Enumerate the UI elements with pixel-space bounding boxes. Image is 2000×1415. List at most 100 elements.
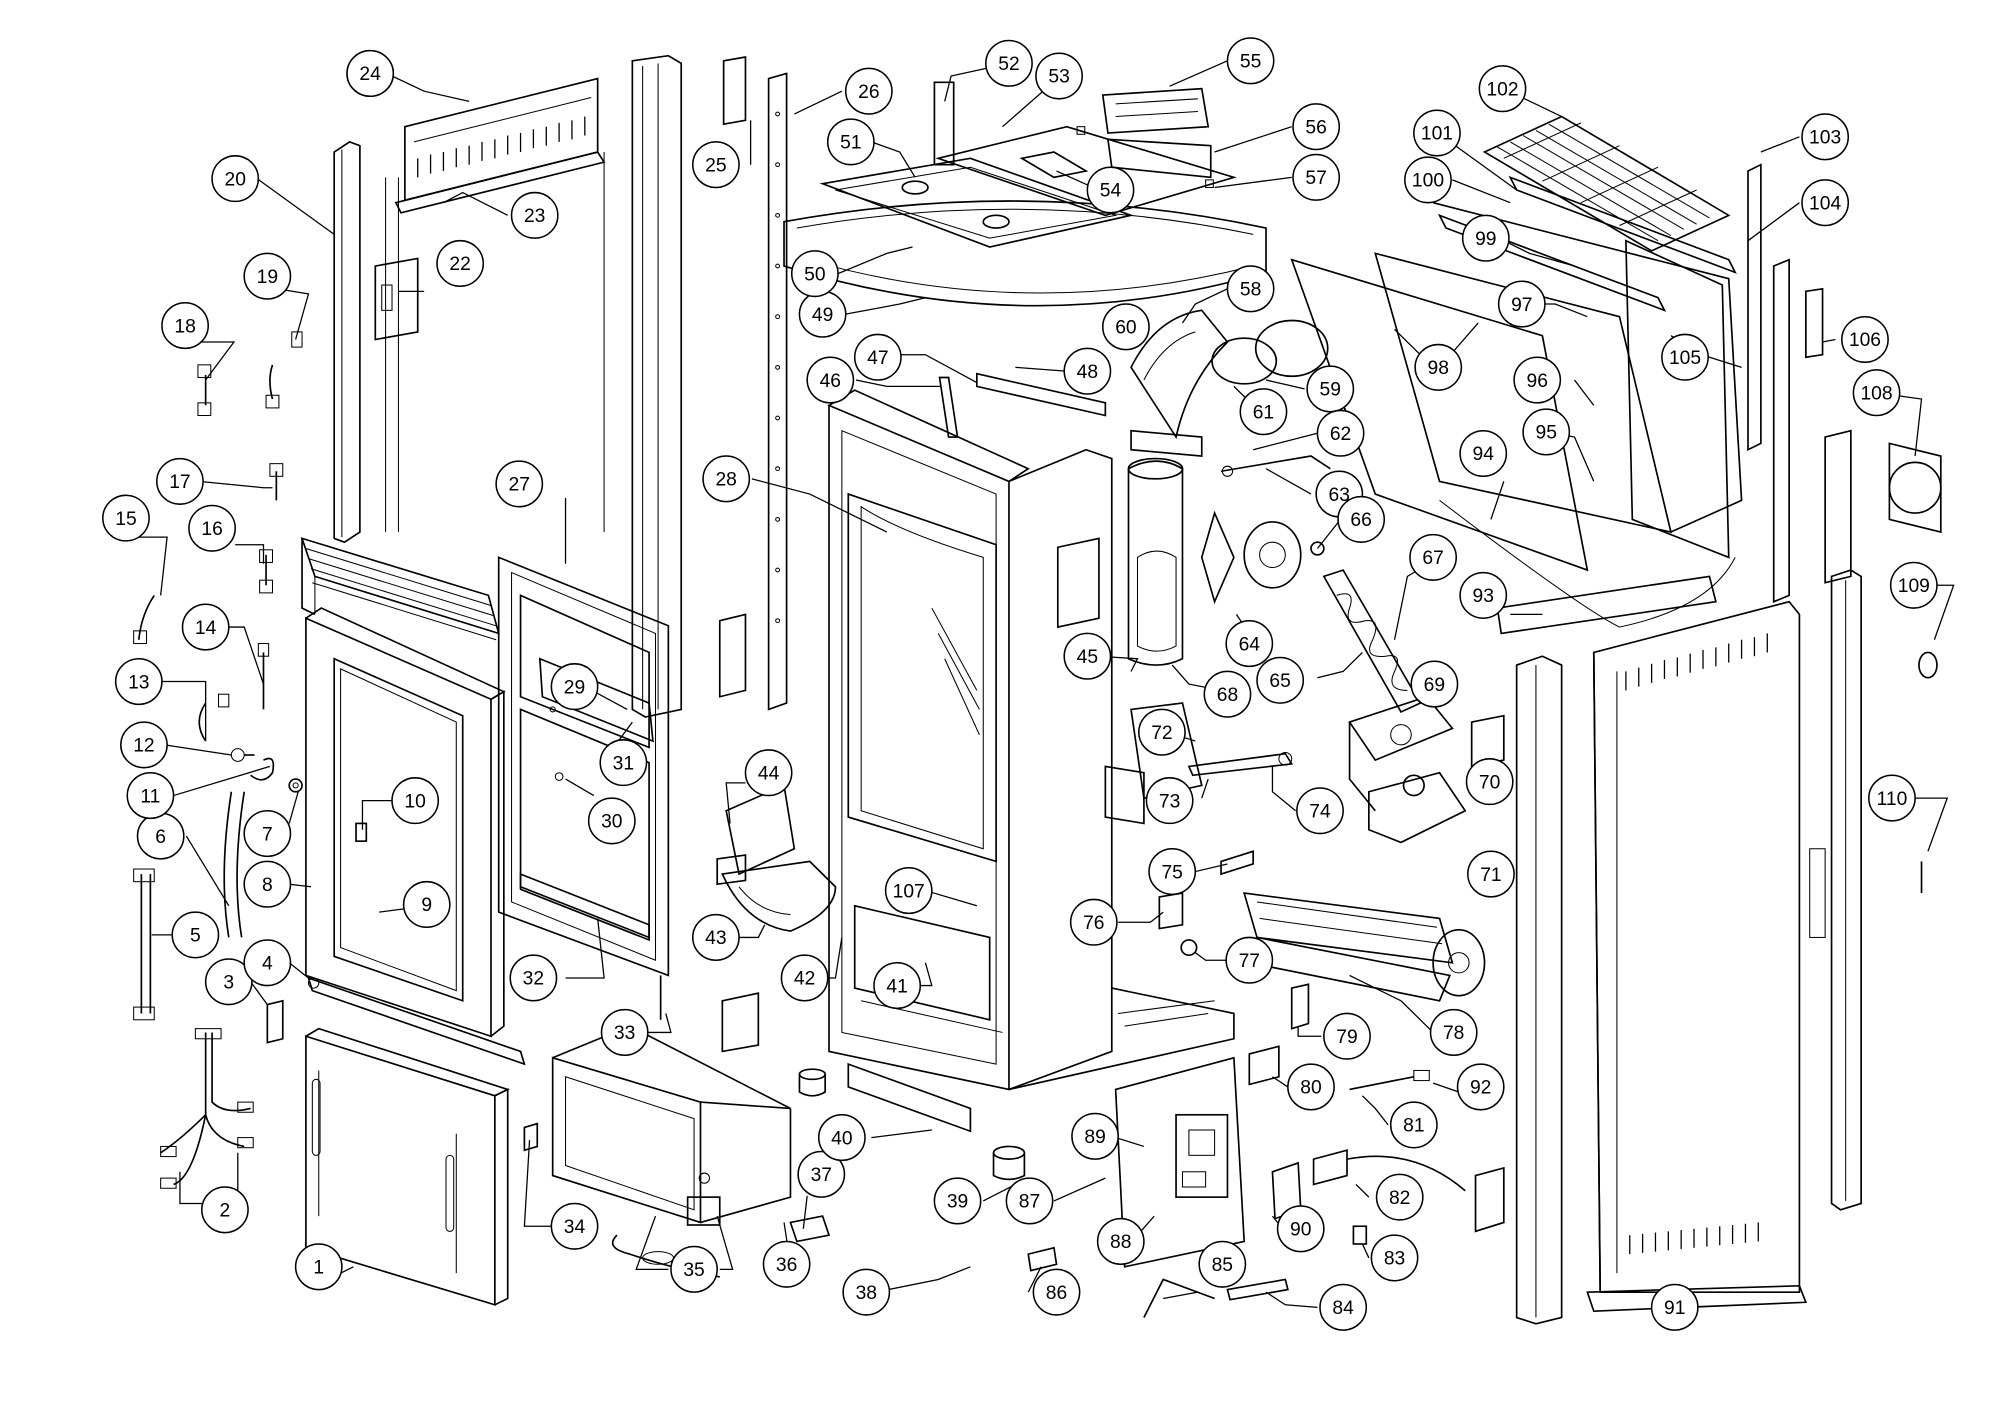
callout-number: 63 bbox=[1329, 485, 1350, 506]
callout-circle bbox=[1292, 103, 1341, 151]
callout-15: 15 bbox=[102, 494, 150, 542]
callout-number: 92 bbox=[1470, 1078, 1491, 1099]
callout-circle bbox=[1086, 166, 1135, 214]
callout-circle bbox=[1239, 388, 1288, 436]
callout-6: 6 bbox=[136, 812, 185, 860]
callout-102: 102 bbox=[1478, 65, 1527, 113]
callout-circle bbox=[1063, 347, 1112, 395]
callout-number: 33 bbox=[614, 1023, 635, 1044]
callout-number: 6 bbox=[155, 827, 166, 848]
callout-circle bbox=[188, 504, 236, 552]
callout-number: 51 bbox=[840, 133, 861, 154]
callout-71: 71 bbox=[1467, 850, 1515, 898]
callout-circle bbox=[1497, 280, 1546, 328]
callout-61: 61 bbox=[1239, 388, 1288, 436]
callout-circle bbox=[1409, 533, 1458, 581]
callout-number: 58 bbox=[1240, 280, 1261, 301]
callout-number: 68 bbox=[1217, 685, 1238, 706]
callout-number: 84 bbox=[1332, 1298, 1354, 1319]
callout-number: 12 bbox=[133, 736, 154, 757]
callout-circle bbox=[1522, 408, 1571, 456]
callout-104: 104 bbox=[1801, 179, 1850, 227]
callout-circle bbox=[1005, 1177, 1054, 1225]
callout-circle bbox=[599, 739, 648, 787]
callout-number: 40 bbox=[831, 1128, 852, 1149]
callout-number: 94 bbox=[1473, 444, 1495, 465]
callout-circle bbox=[1414, 343, 1463, 391]
callout-56: 56 bbox=[1292, 103, 1341, 151]
callout-103: 103 bbox=[1801, 113, 1850, 161]
callout-number: 22 bbox=[449, 254, 470, 275]
callout-number: 3 bbox=[223, 973, 234, 994]
callout-number: 32 bbox=[523, 969, 544, 990]
callout-number: 67 bbox=[1422, 548, 1443, 569]
callout-circle bbox=[587, 797, 636, 845]
callout-number: 11 bbox=[140, 786, 160, 807]
callout-number: 13 bbox=[128, 672, 149, 693]
callout-number: 35 bbox=[683, 1260, 704, 1281]
callout-circle bbox=[1513, 356, 1562, 404]
callout-circle bbox=[1203, 670, 1252, 718]
callout-circle bbox=[780, 954, 829, 1002]
callout-number: 66 bbox=[1350, 510, 1371, 531]
callout-circle bbox=[1413, 109, 1461, 157]
callout-108: 108 bbox=[1852, 369, 1901, 417]
callout-circle bbox=[1467, 850, 1515, 898]
callout-number: 9 bbox=[421, 895, 432, 916]
callout-3: 3 bbox=[204, 958, 253, 1006]
callout-55: 55 bbox=[1226, 37, 1275, 85]
callout-number: 107 bbox=[893, 881, 925, 902]
callout-89: 89 bbox=[1071, 1112, 1119, 1160]
callout-number: 47 bbox=[867, 348, 888, 369]
callout-number: 80 bbox=[1300, 1078, 1321, 1099]
callout-number: 61 bbox=[1253, 403, 1274, 424]
callout-circle bbox=[1410, 660, 1459, 708]
callout-circle bbox=[1296, 787, 1344, 835]
callout-circle bbox=[1429, 1008, 1478, 1057]
callout-circle bbox=[853, 333, 902, 381]
callout-circle bbox=[744, 749, 793, 797]
callout-45: 45 bbox=[1063, 632, 1112, 680]
callout-circle bbox=[1138, 708, 1186, 756]
callout-40: 40 bbox=[817, 1114, 866, 1162]
callout-number: 26 bbox=[858, 82, 879, 103]
callout-number: 82 bbox=[1389, 1188, 1410, 1209]
callout-number: 49 bbox=[812, 305, 833, 326]
callout-106: 106 bbox=[1841, 315, 1889, 364]
callout-layer: 1234567891011121314151617181920212223242… bbox=[102, 37, 1938, 1331]
callout-number: 7 bbox=[262, 824, 273, 845]
callout-circle bbox=[797, 1150, 846, 1198]
callout-circle bbox=[692, 913, 740, 961]
callout-number: 72 bbox=[1151, 723, 1172, 744]
callout-18: 18 bbox=[161, 302, 209, 350]
callout-75: 75 bbox=[1148, 847, 1197, 896]
callout-number: 100 bbox=[1412, 171, 1444, 192]
callout-number: 70 bbox=[1479, 772, 1500, 793]
callout-number: 71 bbox=[1480, 865, 1501, 886]
callout-circle bbox=[294, 1243, 343, 1291]
callout-number: 89 bbox=[1084, 1127, 1105, 1148]
callout-circle bbox=[181, 603, 230, 651]
callout-number: 42 bbox=[794, 969, 815, 990]
callout-number: 77 bbox=[1239, 951, 1260, 972]
callout-number: 17 bbox=[169, 472, 190, 493]
callout-number: 41 bbox=[886, 976, 907, 997]
callout-circle bbox=[1102, 303, 1150, 351]
callout-circle bbox=[402, 880, 451, 929]
callout-number: 60 bbox=[1115, 318, 1136, 339]
callout-circle bbox=[1661, 333, 1709, 381]
callout-27: 27 bbox=[495, 460, 544, 508]
callout-53: 53 bbox=[1035, 52, 1083, 100]
callout-circle bbox=[126, 771, 175, 820]
callout-79: 79 bbox=[1323, 1012, 1371, 1060]
callout-circle bbox=[1069, 898, 1118, 946]
callout-circle bbox=[1032, 1268, 1081, 1316]
callout-circle bbox=[1225, 936, 1274, 984]
callout-number: 81 bbox=[1403, 1116, 1424, 1137]
callout-number: 28 bbox=[715, 470, 736, 491]
callout-circle bbox=[1306, 365, 1355, 413]
callout-86: 86 bbox=[1032, 1268, 1081, 1316]
callout-circle bbox=[1323, 1012, 1371, 1060]
callout-number: 103 bbox=[1809, 128, 1841, 149]
